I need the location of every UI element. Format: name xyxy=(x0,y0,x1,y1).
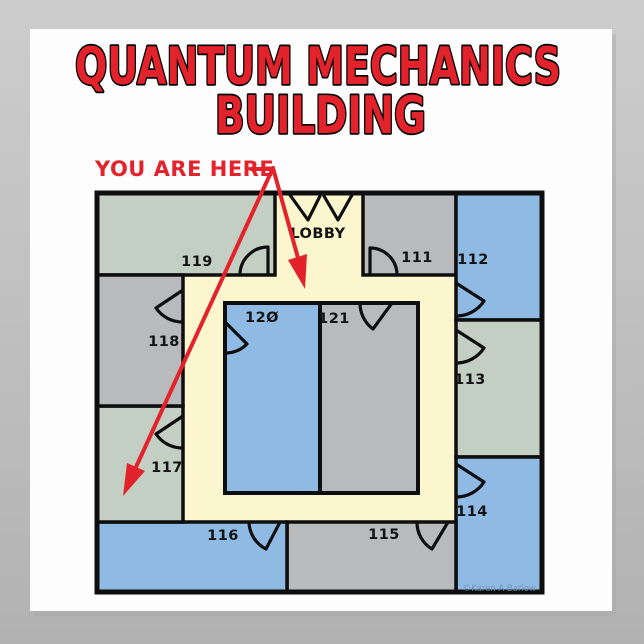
door-119-icon xyxy=(238,245,270,277)
door-112-icon xyxy=(454,281,486,318)
floor-plan: 119 111 112 113 114 115 116 117 118 12Ø 121 LOBBY xyxy=(94,166,545,595)
arrow-to-room-117-line xyxy=(134,166,275,469)
door-120-icon xyxy=(223,320,249,355)
room-label-118: 118 xyxy=(148,334,180,350)
arrow-to-lobby-head-icon xyxy=(288,254,307,289)
door-114-icon xyxy=(454,462,486,499)
arrow-to-lobby-line xyxy=(271,166,300,260)
door-115-icon xyxy=(415,520,450,551)
room-label-113: 113 xyxy=(454,372,486,388)
door-113-icon xyxy=(454,328,486,365)
door-116-icon xyxy=(247,520,282,551)
room-114 xyxy=(454,455,544,594)
room-113 xyxy=(454,318,544,459)
room-116 xyxy=(95,520,289,594)
room-label-115: 115 xyxy=(368,527,400,543)
door-111-icon xyxy=(368,246,399,277)
door-lobby-right-icon xyxy=(322,193,354,222)
room-label-120: 12Ø xyxy=(245,310,279,326)
room-label-121: 121 xyxy=(318,311,350,327)
door-117-icon xyxy=(154,414,185,450)
outer-wall xyxy=(94,190,545,595)
title-line-1: QUANTUM MECHANICS xyxy=(75,37,561,97)
title-line-2: BUILDING xyxy=(215,86,426,146)
door-118-icon xyxy=(154,288,185,324)
room-label-lobby: LOBBY xyxy=(290,226,345,242)
door-121-icon xyxy=(358,301,394,331)
room-120 xyxy=(223,301,322,495)
you-are-here-label: YOU ARE HERE xyxy=(94,157,274,181)
door-lobby-left-icon xyxy=(288,193,322,222)
room-label-116: 116 xyxy=(207,528,239,544)
room-label-119: 119 xyxy=(181,254,213,270)
watermark: ©Karen A Barlow xyxy=(463,584,536,594)
room-label-117: 117 xyxy=(151,460,183,476)
room-121 xyxy=(318,301,420,495)
room-115 xyxy=(285,520,458,594)
arrow-to-room-117-head-icon xyxy=(123,463,145,496)
room-label-114: 114 xyxy=(456,504,488,520)
room-label-111: 111 xyxy=(401,250,433,266)
room-label-112: 112 xyxy=(457,252,489,268)
